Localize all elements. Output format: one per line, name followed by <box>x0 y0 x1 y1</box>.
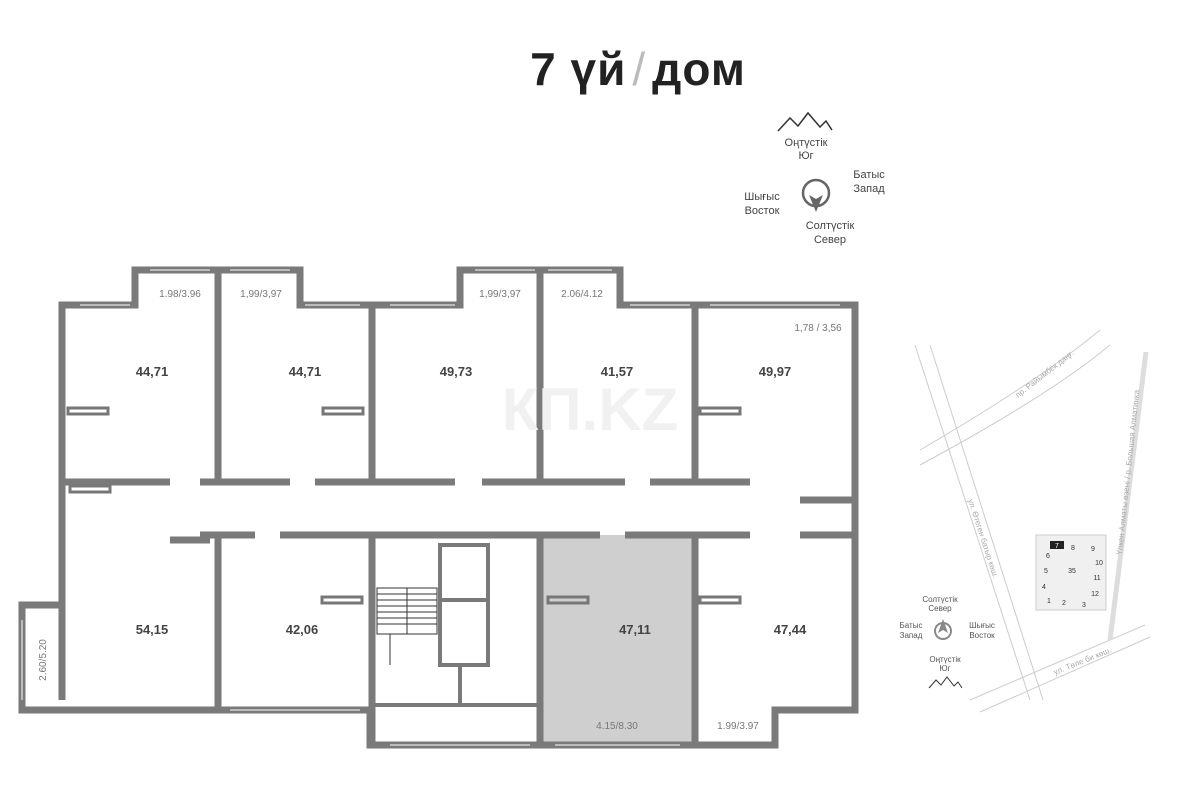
building-number: 35 <box>1068 568 1076 575</box>
map-mountain-icon <box>928 676 963 689</box>
street-label: ул. Өтеген батыр көш. <box>966 498 1000 579</box>
balcony-size: 1,99/3,97 <box>240 289 282 300</box>
unit-area: 47,44 <box>774 622 807 637</box>
balcony-size: 1.98/3.96 <box>159 289 201 300</box>
map-compass-west-ru: Запад <box>900 631 923 640</box>
compass-east-kz: Шығыс <box>744 191 780 203</box>
map-compass-east-kz: Шығыс <box>969 621 995 630</box>
building-number: 1 <box>1047 598 1051 605</box>
unit-area: 47,11 <box>619 622 651 637</box>
windows <box>21 269 840 746</box>
compass-south-kz: Оңтүстік <box>785 137 828 149</box>
compass-map: Солтүстік Север Батыс Запад Шығыс Восток… <box>900 595 995 689</box>
building-7-highlight[interactable] <box>1050 541 1064 549</box>
map-compass-arrow-icon <box>938 619 948 633</box>
building-number: 9 <box>1091 546 1095 553</box>
compass-main: Оңтүстік Юг Батыс Запад Шығыс Восток Сол… <box>744 111 885 246</box>
compass-west-kz: Батыс <box>853 169 885 181</box>
compass-arrow-icon <box>809 195 823 212</box>
balcony-size: 1,78 / 3,56 <box>794 323 842 334</box>
map-compass-east-ru: Восток <box>969 631 995 640</box>
unit-area: 44,71 <box>136 364 169 379</box>
balcony-size: 2.06/4.12 <box>561 289 603 300</box>
building-number: 10 <box>1095 560 1103 567</box>
balcony-size: 4.15/8.30 <box>596 721 638 732</box>
map-compass-north-ru: Север <box>928 604 952 613</box>
unit-area: 42,06 <box>286 622 319 637</box>
unit-area: 49,73 <box>440 364 473 379</box>
building-number: 2 <box>1062 600 1066 607</box>
page-title: 7 үй/дом <box>0 42 1200 96</box>
building-number: 11 <box>1093 575 1100 582</box>
compass-west-ru: Запад <box>853 183 885 195</box>
balcony-size: 2.60/5.20 <box>38 639 49 681</box>
highlighted-unit[interactable] <box>540 535 695 745</box>
building-number: 3 <box>1082 602 1086 609</box>
building-number: 8 <box>1071 545 1075 552</box>
location-map: пр. Райымбек даңғ. ул. Өтеген батыр көш.… <box>900 329 1151 713</box>
walls <box>18 266 859 749</box>
building-number: 4 <box>1042 584 1046 591</box>
balcony-size: 1,99/3,97 <box>479 289 521 300</box>
balcony-size: 1.99/3.97 <box>717 721 759 732</box>
complex-block <box>1035 534 1107 611</box>
title-label: дом <box>652 43 746 95</box>
unit-area: 54,15 <box>136 622 169 637</box>
title-number: 7 үй <box>530 43 627 95</box>
compass-north-kz: Солтүстік <box>806 220 855 232</box>
staircase[interactable] <box>376 587 438 665</box>
compass-east-ru: Восток <box>745 205 780 217</box>
street-label: Үлкен Алматы өзені / р. Большая Алматинк… <box>1115 389 1141 555</box>
map-compass-south-ru: Юг <box>940 664 951 673</box>
title-separator: / <box>632 43 647 95</box>
building-number: 5 <box>1044 568 1048 575</box>
map-compass-south-kz: Оңтүстік <box>929 655 961 664</box>
compass-south-ru: Юг <box>798 150 813 162</box>
unit-area: 41,57 <box>601 364 634 379</box>
unit-labels: 44,71 44,71 49,73 41,57 49,97 54,15 42,0… <box>38 289 842 732</box>
compass-north-ru: Север <box>814 234 846 246</box>
building-number: 7 <box>1055 543 1059 550</box>
watermark: КП.KZ <box>502 376 678 443</box>
radiators <box>66 406 742 605</box>
map-compass-west-kz: Батыс <box>900 621 923 630</box>
building-number: 12 <box>1091 591 1099 598</box>
building-numbers: 7 8 9 6 10 5 35 11 4 12 1 2 3 <box>1042 543 1103 609</box>
map-compass-north-kz: Солтүстік <box>922 595 958 604</box>
unit-area: 49,97 <box>759 364 792 379</box>
building-number: 6 <box>1046 553 1050 560</box>
unit-area: 44,71 <box>289 364 322 379</box>
mountain-icon <box>777 111 833 132</box>
